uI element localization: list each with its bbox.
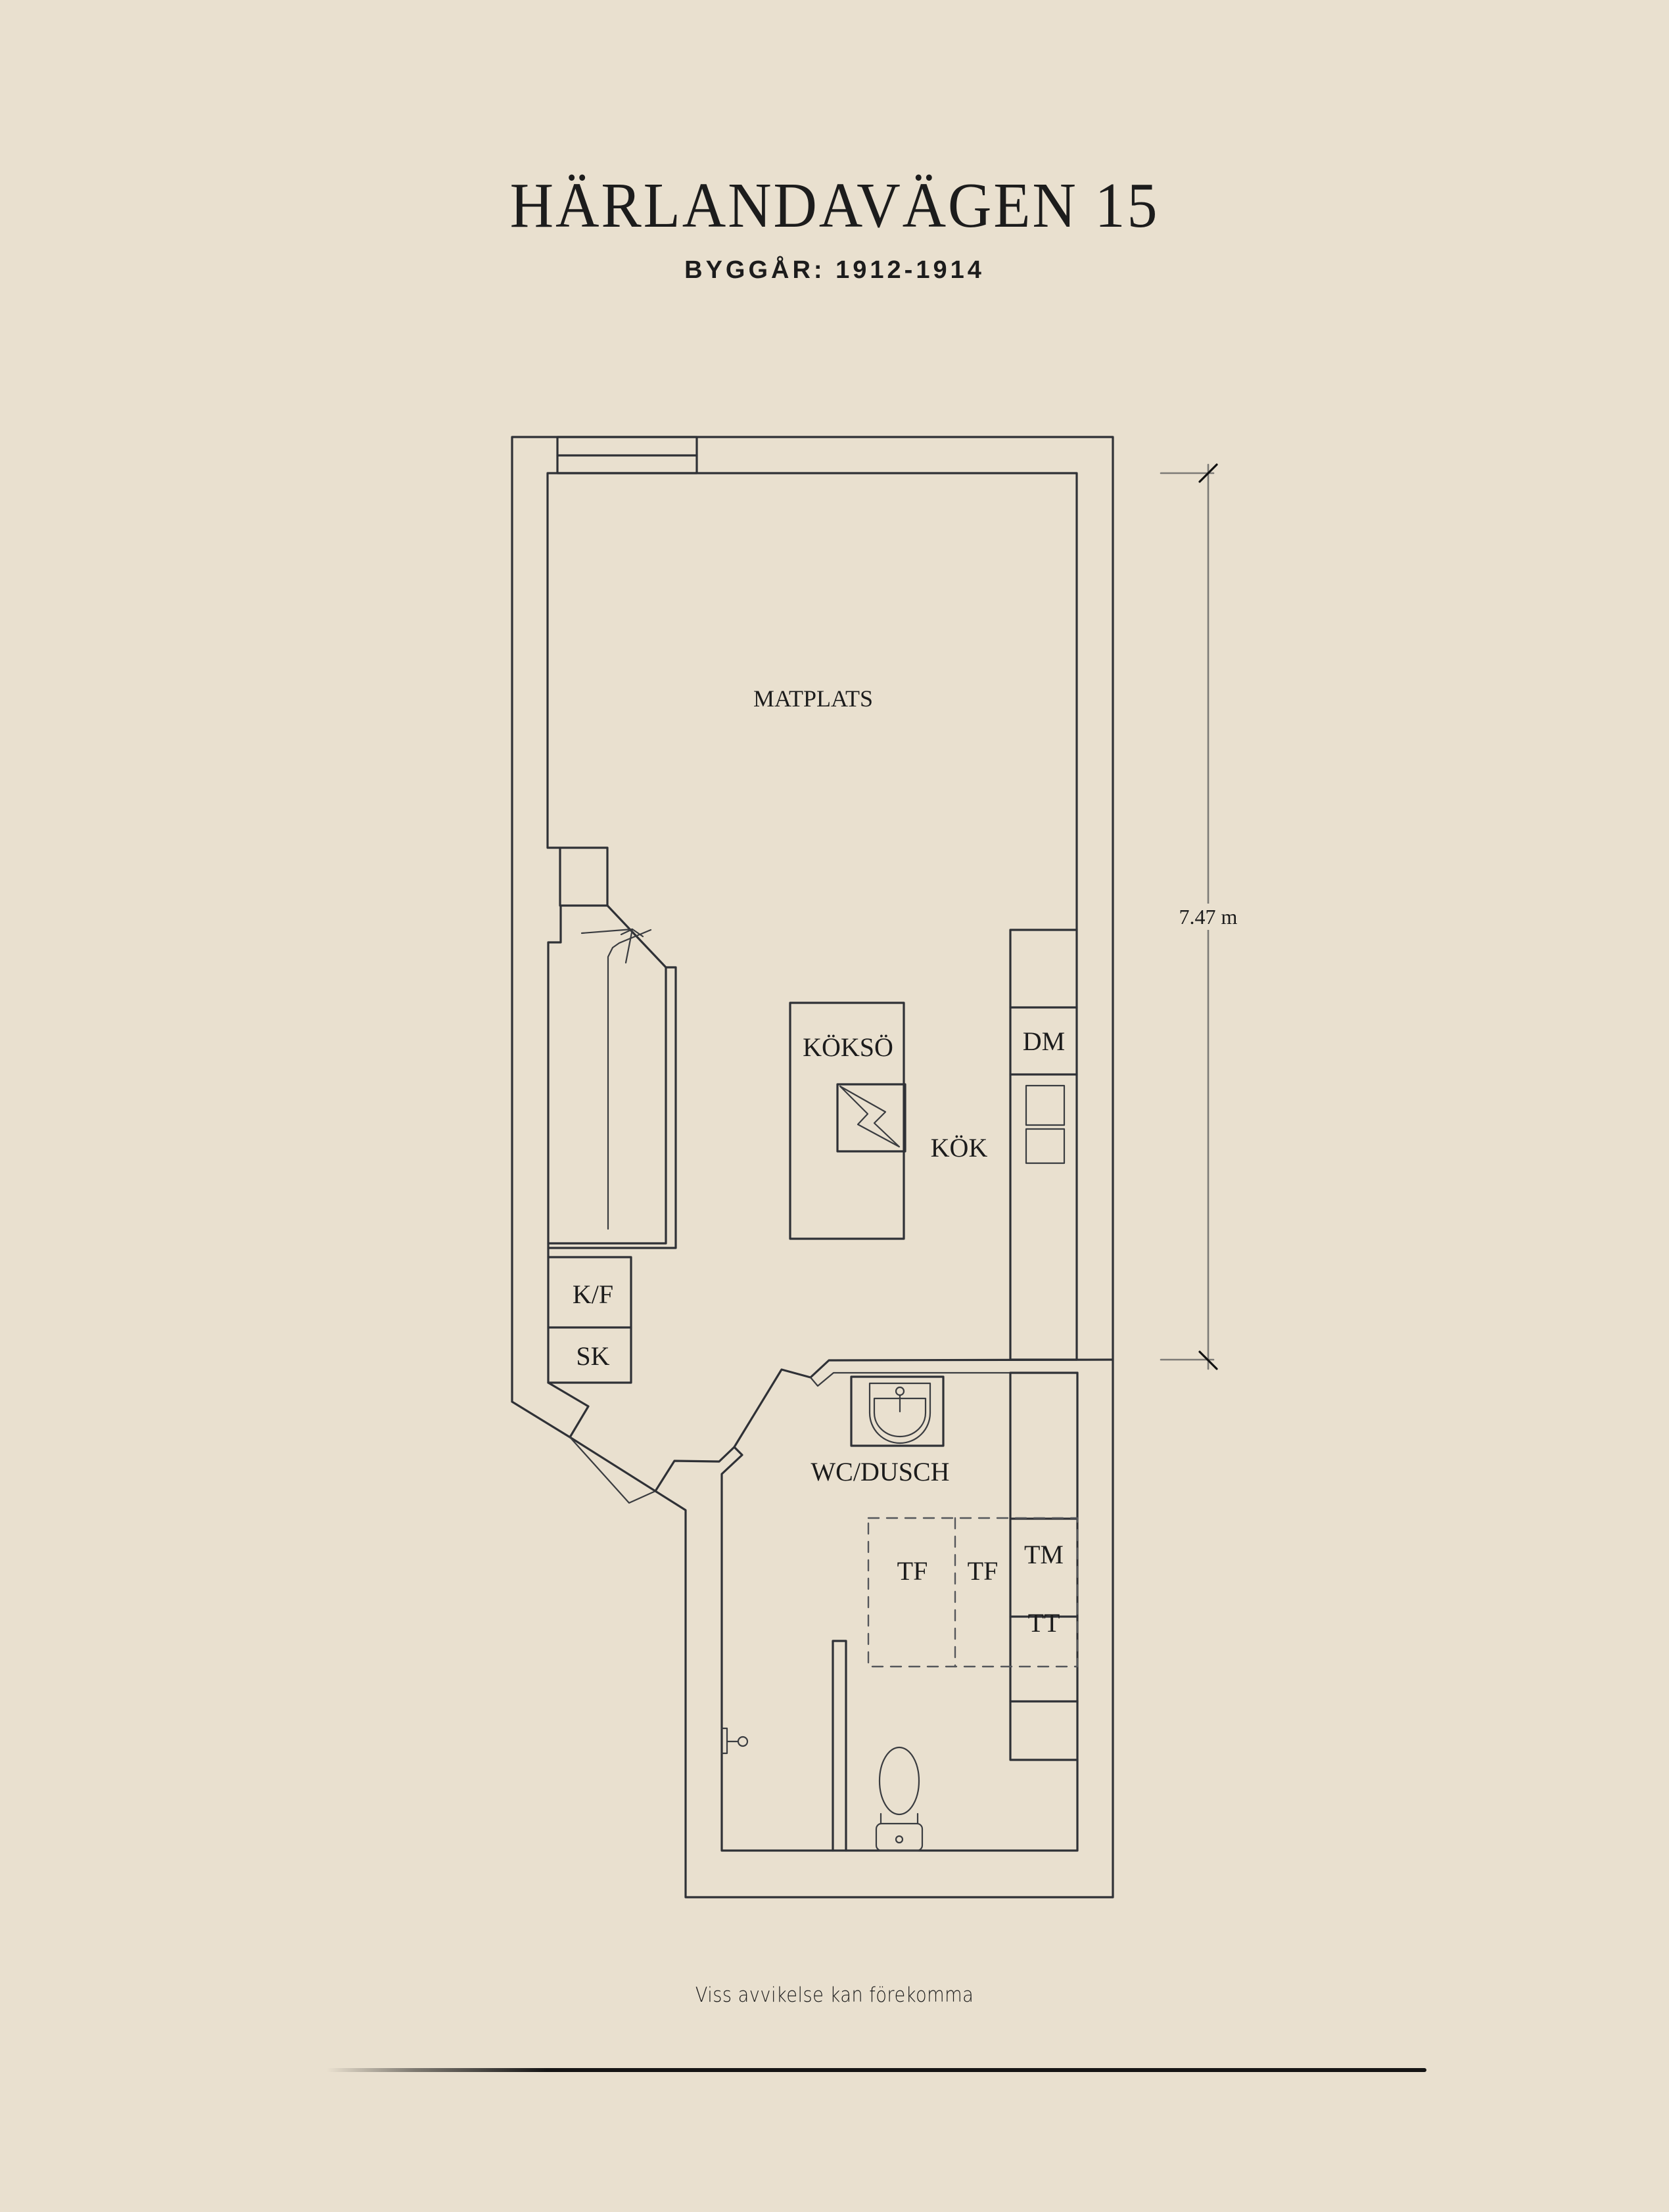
shower-mixer-icon	[720, 1727, 749, 1755]
footer-divider	[327, 2068, 1426, 2072]
shower-area	[867, 1517, 1079, 1668]
fixture-label-washer-2: TF	[967, 1556, 999, 1586]
room-label-koksö: KÖKSÖ	[803, 1032, 893, 1062]
half-wall	[832, 1640, 847, 1852]
room-label-matplats: MATPLATS	[753, 685, 874, 712]
room-label-kok: KÖK	[930, 1133, 988, 1163]
fixture-label-washing-machine: TM	[1024, 1540, 1064, 1569]
kitchen-island	[789, 1002, 905, 1240]
toilet-icon	[875, 1746, 924, 1852]
fixture-label-dryer: TT	[1027, 1608, 1060, 1638]
sink-icon	[1025, 1084, 1066, 1164]
room-label-wc-dusch: WC/DUSCH	[811, 1457, 950, 1486]
window-icon	[556, 436, 698, 474]
fixture-label-washer-1: TF	[897, 1556, 928, 1586]
page-title: HÄRLANDAVÄGEN 15	[509, 170, 1160, 241]
fixture-label-cabinet: SK	[576, 1341, 610, 1371]
disclaimer: Viss avvikelse kan förekomma	[695, 1983, 974, 2007]
chimney	[559, 846, 609, 907]
dimension-label: 7.47 m	[1177, 904, 1239, 930]
build-year: BYGGÅR: 1912-1914	[684, 256, 985, 284]
fixture-label-dishwasher: DM	[1022, 1026, 1066, 1056]
washbasin-icon	[850, 1375, 945, 1447]
outer-walls	[511, 436, 1114, 1899]
inner-walls	[546, 472, 1114, 1852]
stove-icon	[836, 1083, 906, 1153]
fixture-label-fridge-freezer: K/F	[572, 1279, 614, 1309]
kitchen-counter	[1009, 929, 1078, 1361]
stair-arrow-icon	[580, 928, 652, 1230]
